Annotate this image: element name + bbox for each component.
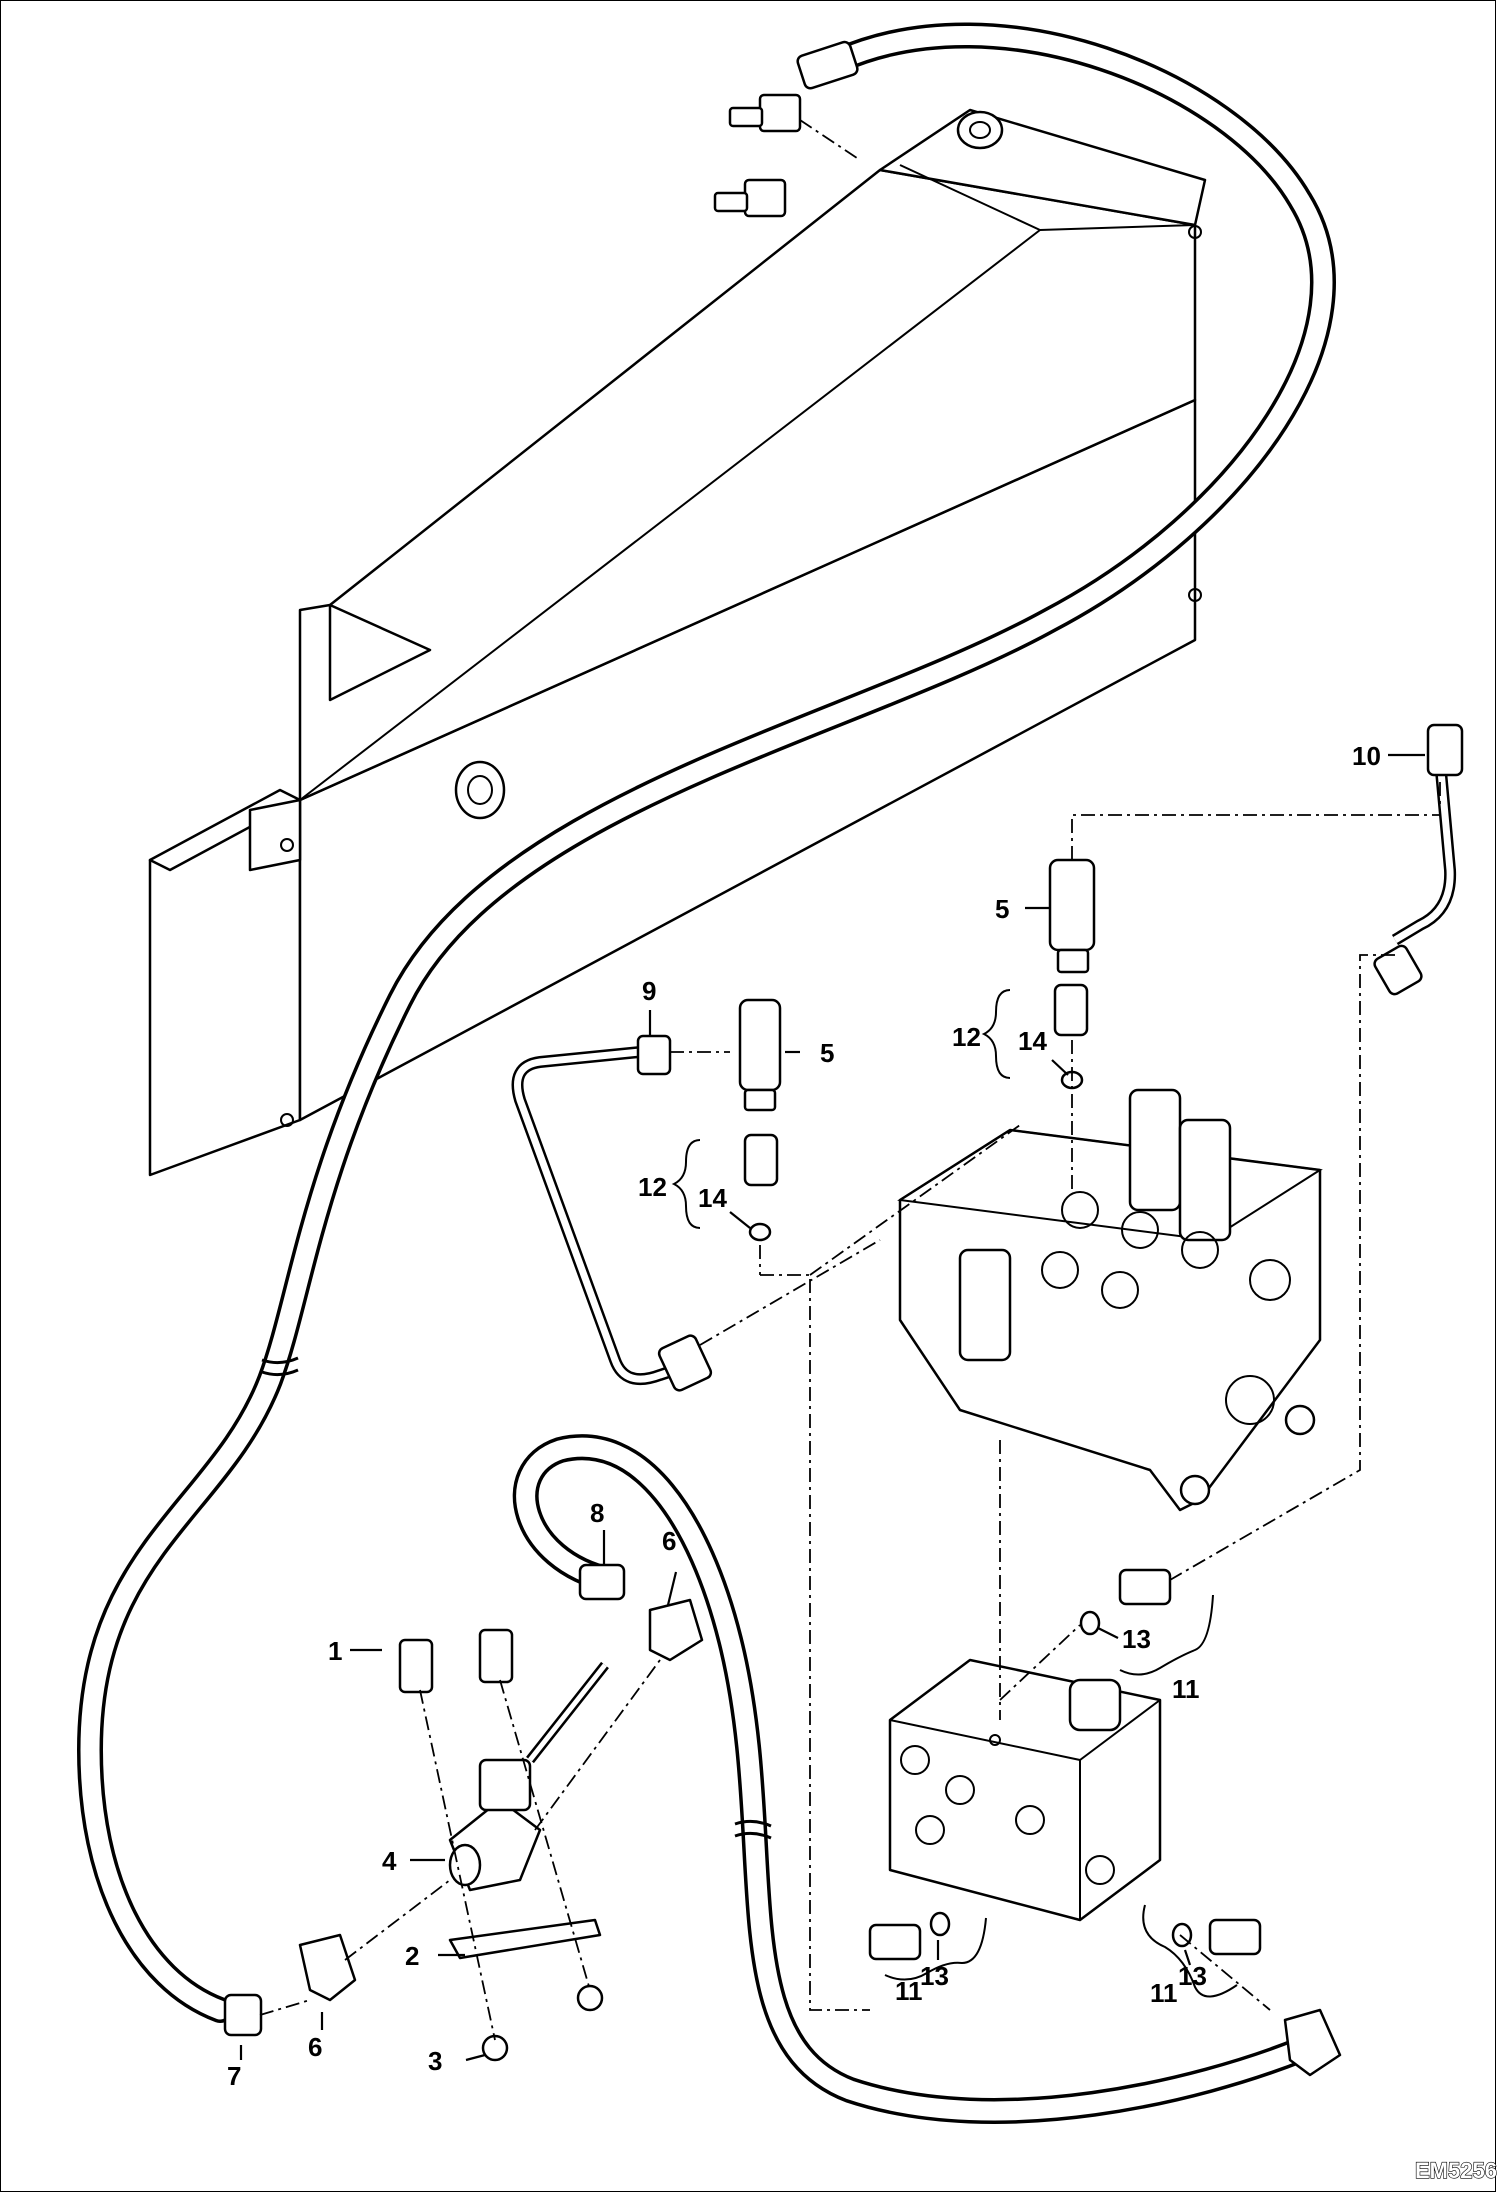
callout-5-middle: 5 [820, 1038, 834, 1068]
group-braces [671, 989, 1238, 1998]
callout-7: 7 [227, 2061, 241, 2091]
callout-13-a: 13 [1122, 1624, 1151, 1654]
callout-10: 10 [1352, 741, 1381, 771]
callout-labels: 1 2 3 4 5 5 6 6 7 8 9 10 11 11 11 11 12 … [227, 741, 1381, 2091]
callout-4: 4 [382, 1846, 397, 1876]
callout-13-b: 13 [920, 1961, 949, 1991]
steel-tubes [511, 759, 1457, 1385]
top-fittings [713, 40, 861, 218]
ball-valve [398, 1628, 609, 2062]
callout-5-upper: 5 [995, 894, 1009, 924]
callout-8: 8 [590, 1498, 604, 1528]
callout-6-lower: 6 [308, 2032, 322, 2062]
callout-11-a: 11 [1172, 1674, 1200, 1704]
frame-housing [148, 108, 1207, 1177]
callout-3: 3 [428, 2046, 442, 2076]
callout-13-c: 13 [1178, 1961, 1207, 1991]
callout-12-lower: 12 [638, 1172, 667, 1202]
callout-1: 1 [328, 1636, 342, 1666]
callout-14-lower: 14 [698, 1183, 727, 1213]
drawing-code: EM5256 [1415, 2158, 1497, 2183]
fittings [223, 723, 1464, 2077]
callout-11-b: 11 [895, 1976, 923, 2006]
connection-lines [259, 780, 1441, 2016]
callout-9: 9 [642, 976, 656, 1006]
callout-14-upper: 14 [1018, 1026, 1047, 1056]
callout-2: 2 [405, 1941, 419, 1971]
callout-11-c: 11 [1150, 1978, 1178, 2008]
callout-6-upper: 6 [662, 1526, 676, 1556]
main-hose [76, 22, 1336, 2023]
manifold-block [888, 1658, 1162, 1922]
callout-12-upper: 12 [952, 1022, 981, 1052]
lower-hose [512, 1434, 1313, 2124]
leader-lines [239, 753, 1425, 2062]
control-valve [897, 1088, 1323, 1512]
